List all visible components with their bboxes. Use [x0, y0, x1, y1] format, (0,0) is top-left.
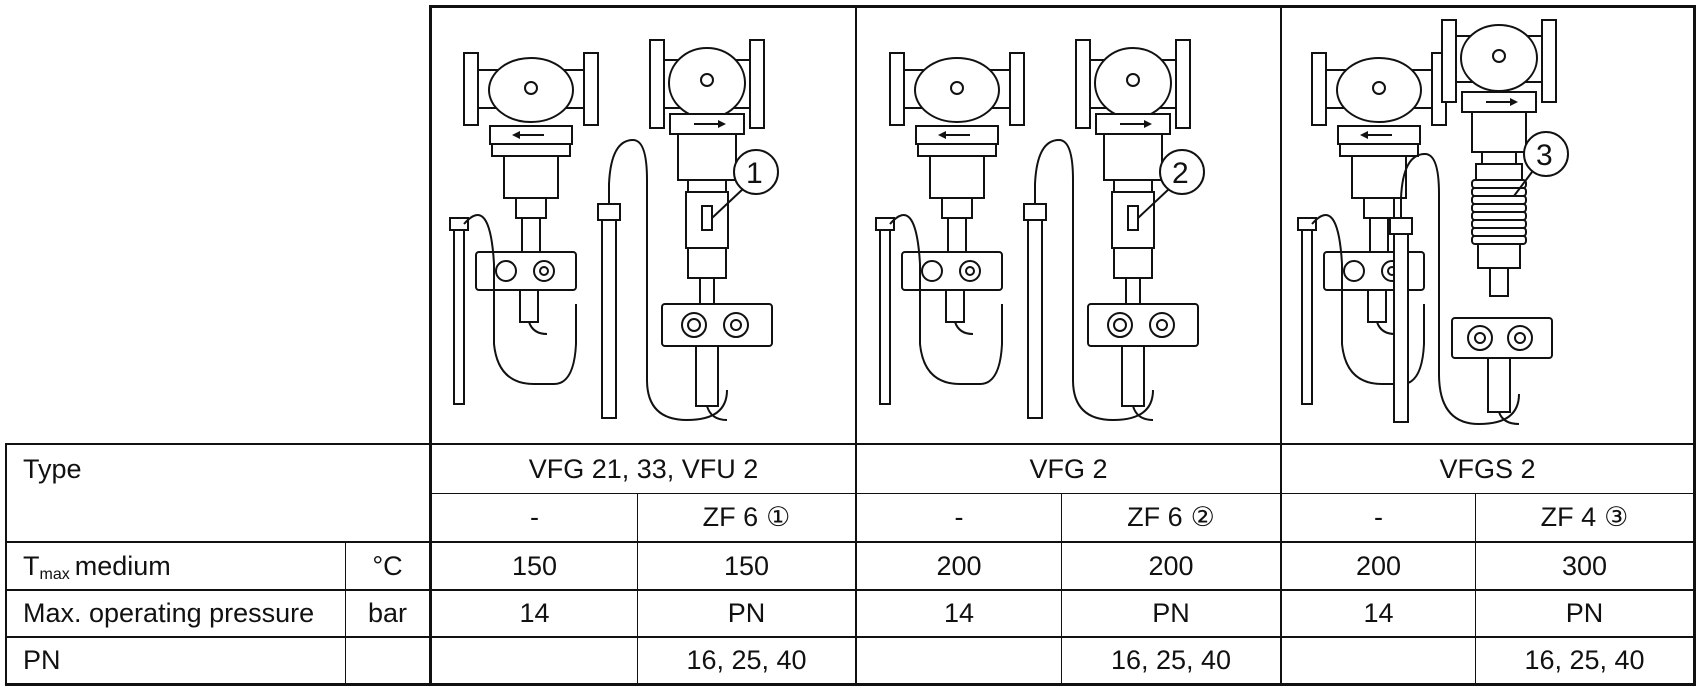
pn-value: [1282, 638, 1475, 683]
valve-drawing-with-bellows-extension: 3: [1389, 19, 1569, 426]
valve-drawing-standard: [449, 52, 599, 405]
pn-value: [432, 638, 637, 683]
valve-drawing-with-extension: 2: [1023, 39, 1205, 422]
grid-line: [1061, 493, 1062, 686]
bellows: [1471, 179, 1527, 245]
type-value: VFG 2: [1029, 453, 1108, 484]
figure-panel-vfg21: 1: [432, 8, 856, 444]
pressure-unit: bar: [367, 598, 408, 628]
variant-cell: -: [954, 502, 964, 532]
pressure-value: 14: [1363, 598, 1394, 628]
grid-line: [1693, 5, 1696, 686]
pressure-label: Max. operating pressure: [23, 598, 315, 628]
grid-line: [5, 636, 1695, 638]
variant-cell: -: [530, 502, 539, 532]
pressure-value: 14: [519, 598, 550, 628]
grid-line: [637, 493, 638, 686]
tmax-value: 200: [1148, 550, 1194, 581]
grid-line: [345, 541, 346, 686]
variant-cell: -: [1374, 502, 1383, 532]
type-value: VFG 21, 33, VFU 2: [528, 453, 759, 484]
pn-value: [857, 638, 1061, 683]
tmax-value: 150: [723, 550, 770, 581]
pressure-value: PN: [1152, 598, 1190, 628]
grid-line: [5, 541, 1695, 543]
grid-line: [1280, 5, 1282, 686]
tmax-value: 300: [1561, 550, 1608, 581]
grid-line: [5, 443, 1695, 445]
grid-line: [430, 493, 1695, 494]
pn-value: 16, 25, 40: [1110, 645, 1232, 675]
grid-line: [430, 5, 1695, 8]
pressure-value: PN: [1565, 598, 1604, 628]
grid-line: [1475, 493, 1476, 686]
variant-marker: ②: [1190, 502, 1215, 532]
type-value: VFGS 2: [1439, 453, 1536, 484]
pressure-value: PN: [727, 598, 766, 628]
tmax-unit: °C: [372, 550, 403, 581]
tmax-value: 200: [1355, 550, 1402, 581]
grid-line: [429, 5, 432, 686]
grid-line: [5, 443, 7, 686]
pn-value: 16, 25, 40: [686, 645, 807, 675]
grid-line: [5, 683, 1695, 686]
grid-line: [855, 5, 857, 686]
valve-drawing-with-extension: 1: [597, 39, 779, 422]
callout-2: 2: [1172, 157, 1189, 190]
valve-drawing-standard: [875, 52, 1025, 405]
variant-marker: ③: [1604, 502, 1629, 532]
pn-label: PN: [23, 645, 61, 675]
figure-panel-vfg2: 2: [858, 8, 1280, 444]
type-label: Type: [23, 453, 82, 484]
grid-line: [5, 589, 1695, 591]
tmax-value: 150: [511, 550, 558, 581]
pressure-value: 14: [943, 598, 975, 628]
tmax-value: 200: [936, 550, 982, 581]
variant-marker: ①: [766, 502, 791, 532]
figure-panel-vfgs2: 3: [1282, 8, 1692, 444]
valve-drawing-standard: [1297, 52, 1447, 405]
callout-3: 3: [1536, 139, 1553, 172]
pn-value: 16, 25, 40: [1524, 645, 1645, 675]
callout-1: 1: [746, 157, 763, 190]
